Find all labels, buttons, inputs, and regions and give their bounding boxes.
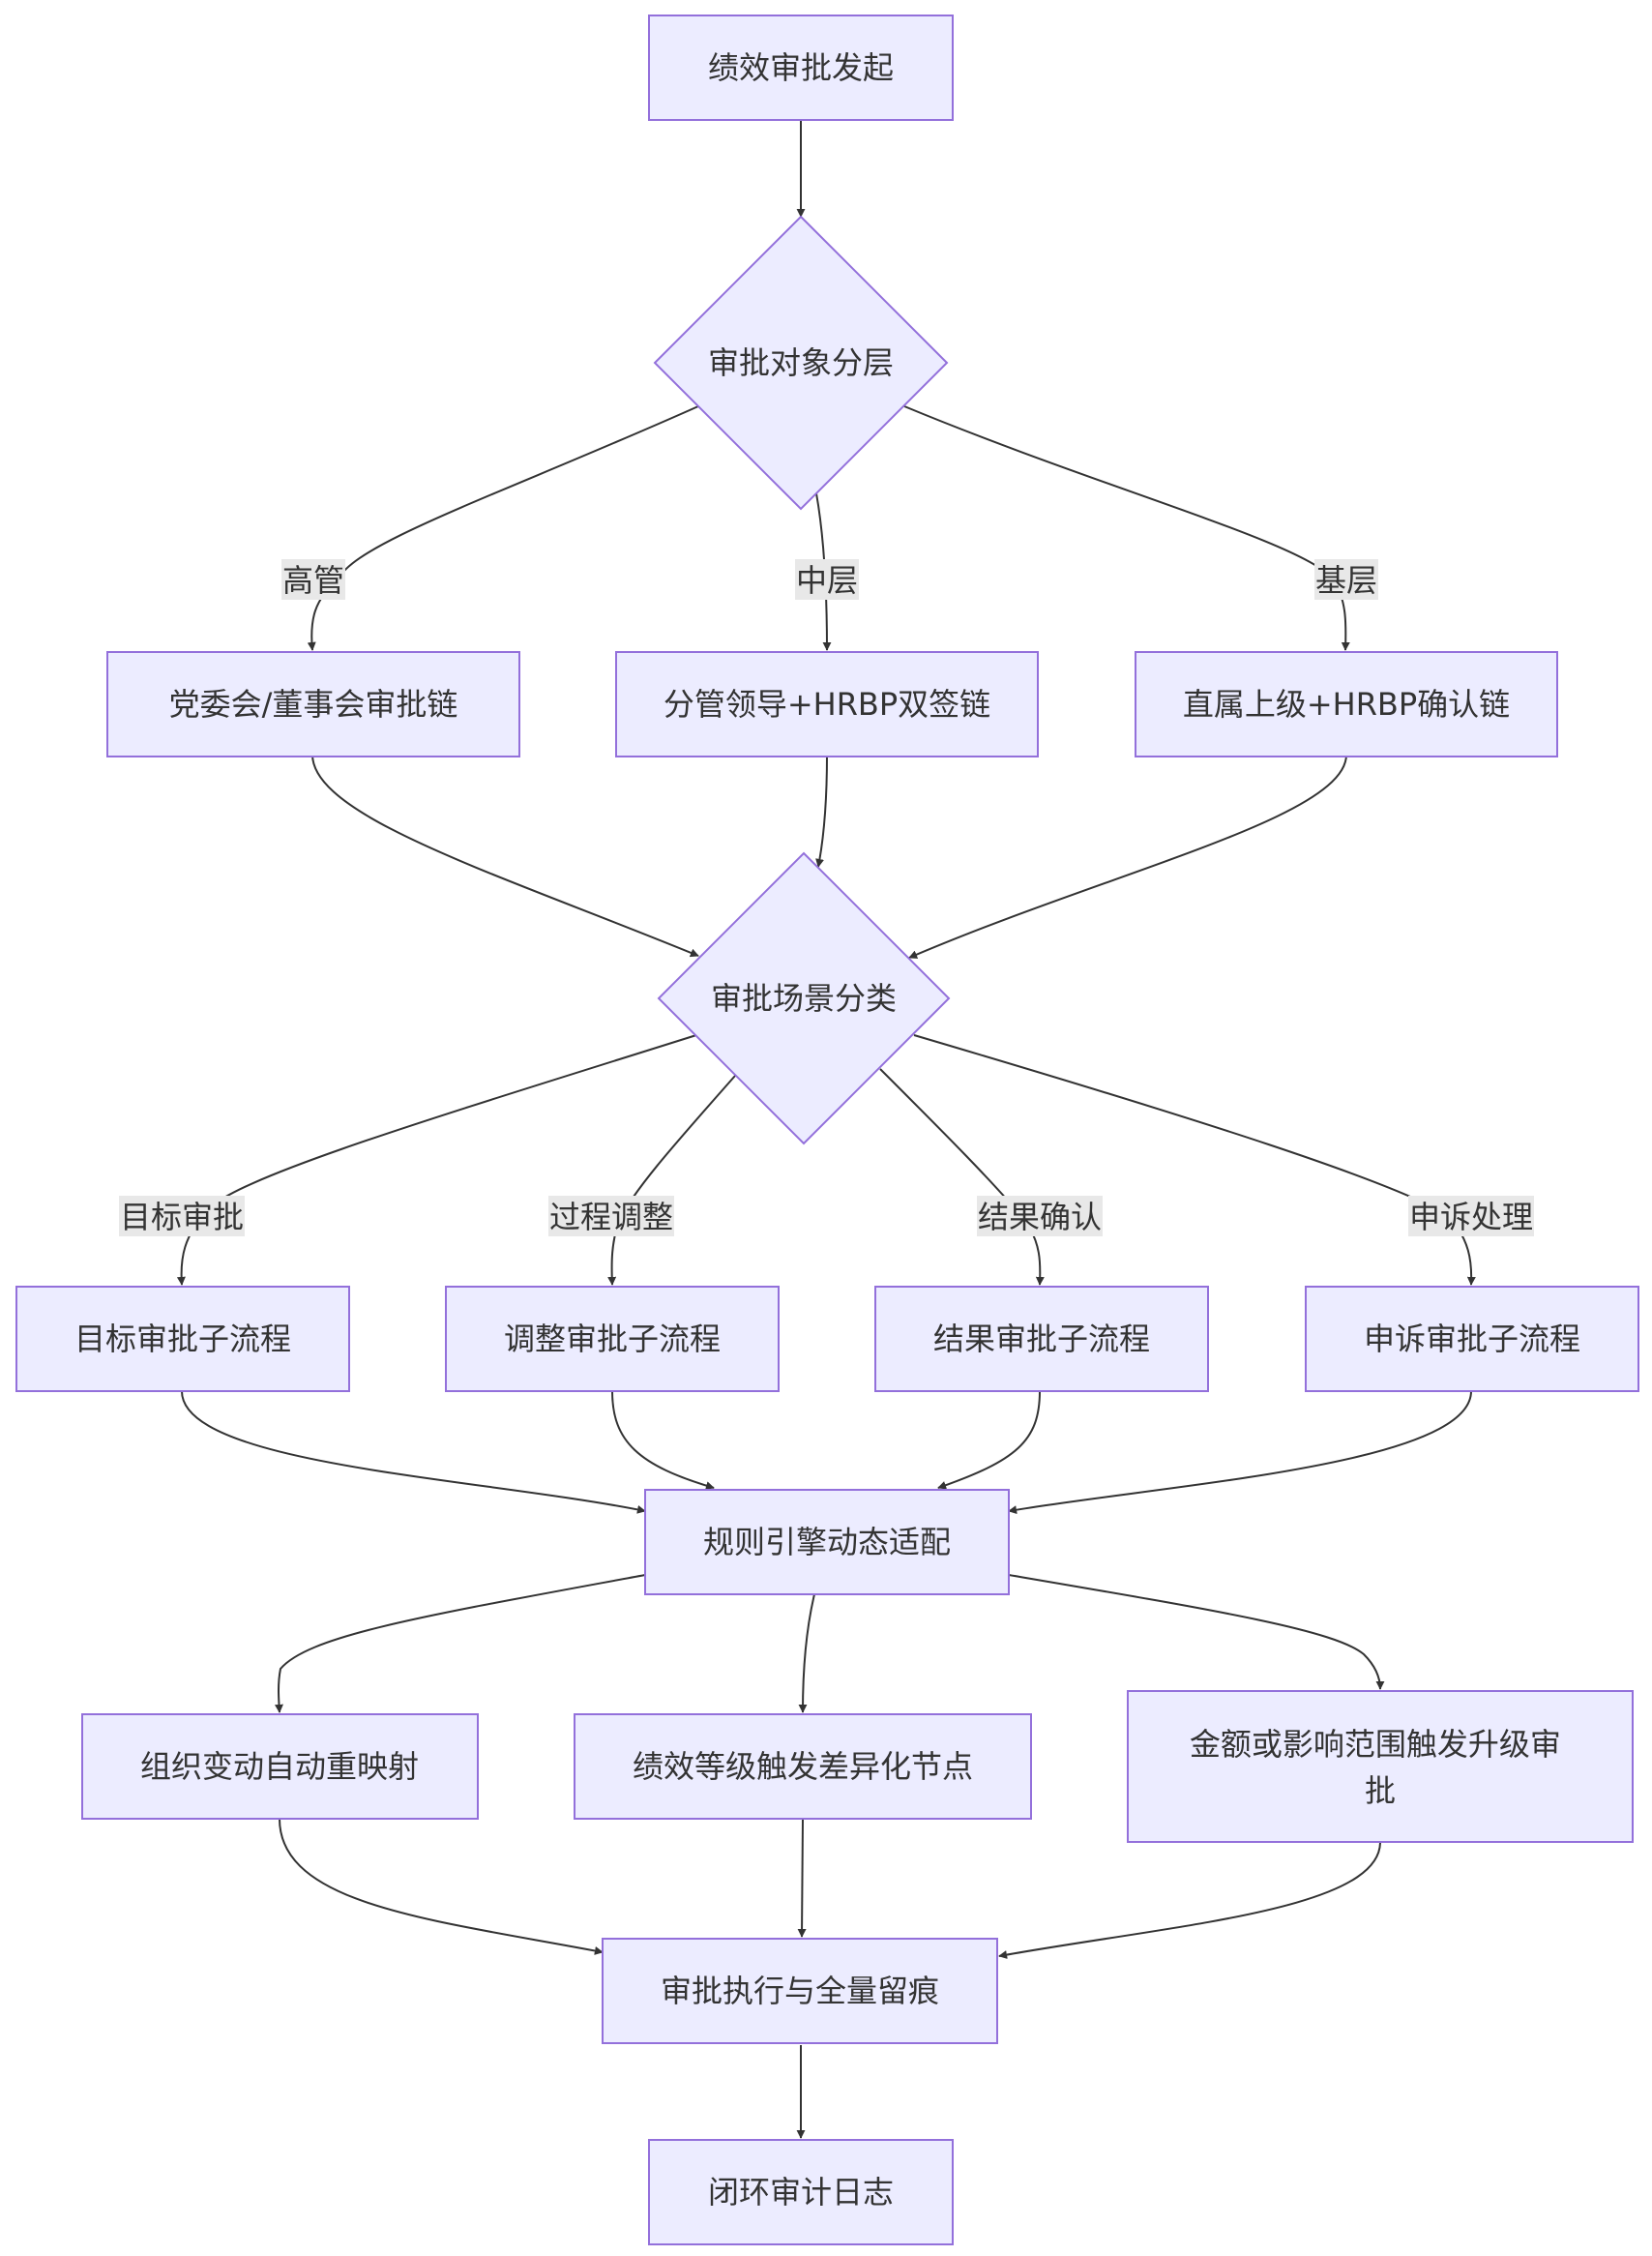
node-sub-appeal-label: 申诉审批子流程	[1364, 1321, 1580, 1357]
node-scene-decision-diamond	[657, 851, 951, 1145]
edge-result-to-rule	[937, 1390, 1041, 1490]
node-sub-goal-label: 目标审批子流程	[74, 1321, 291, 1357]
edge-layer-to-senior	[307, 405, 699, 651]
node-audit-log[interactable]: 闭环审计日志	[648, 2139, 954, 2245]
node-execute-label: 审批执行与全量留痕	[661, 1973, 939, 2009]
edge-label-goal: 目标审批	[120, 1199, 244, 1235]
edge-label-middle: 中层	[796, 562, 858, 599]
node-execute-box	[602, 1938, 998, 2044]
node-sub-result[interactable]: 结果审批子流程	[874, 1286, 1209, 1392]
node-escalate-box	[1127, 1690, 1634, 1843]
edge-scene-to-adjust	[607, 1075, 736, 1286]
node-escalate-line2: 批	[1365, 1772, 1396, 1809]
node-sub-result-label: 结果审批子流程	[933, 1321, 1150, 1357]
edge-grade-to-execute	[797, 1818, 807, 1938]
node-rule-engine-box	[644, 1489, 1010, 1595]
node-chain-middle-label: 分管领导+HRBP双签链	[664, 686, 990, 723]
edge-label-result-bg	[977, 1196, 1103, 1236]
edge-remap-to-execute	[279, 1818, 604, 1955]
node-scene-decision[interactable]: 审批场景分类	[657, 851, 951, 1145]
edge-rule-to-grade	[798, 1593, 815, 1713]
edges	[176, 120, 1476, 2139]
node-sub-appeal[interactable]: 申诉审批子流程	[1305, 1286, 1639, 1392]
node-chain-senior-box	[106, 651, 520, 757]
edge-label-base-bg	[1314, 559, 1378, 600]
node-remap-label: 组织变动自动重映射	[140, 1748, 419, 1785]
node-sub-result-box	[874, 1286, 1209, 1392]
edge-scene-to-appeal	[913, 1034, 1476, 1286]
node-sub-adjust-box	[445, 1286, 780, 1392]
edge-layer-to-base	[903, 405, 1350, 651]
node-chain-base[interactable]: 直属上级+HRBP确认链	[1135, 651, 1558, 757]
node-chain-senior-label: 党委会/董事会审批链	[169, 686, 458, 723]
edge-adjust-to-rule	[611, 1390, 715, 1491]
node-escalate-label: 金额或影响范围触发升级审 批	[1190, 1726, 1571, 1809]
node-grade[interactable]: 绩效等级触发差异化节点	[574, 1713, 1032, 1820]
edge-goal-to-rule	[181, 1390, 646, 1514]
edge-scene-to-goal	[176, 1034, 697, 1286]
node-audit-log-label: 闭环审计日志	[708, 2174, 894, 2211]
node-chain-middle-box	[615, 651, 1039, 757]
edge-label-adjust-bg	[548, 1196, 674, 1236]
node-layer-decision-label: 审批对象分层	[708, 344, 894, 381]
edge-labels: 高管 中层 基层 目标审批 过程调整 结果确认 申诉处理	[119, 559, 1534, 1236]
edge-label-base: 基层	[1315, 562, 1377, 599]
node-chain-base-box	[1135, 651, 1558, 757]
edge-label-result: 结果确认	[978, 1199, 1102, 1235]
edge-senior-to-scene	[311, 754, 699, 958]
node-sub-goal[interactable]: 目标审批子流程	[15, 1286, 350, 1392]
edge-escalate-to-execute	[998, 1841, 1381, 1959]
node-chain-senior[interactable]: 党委会/董事会审批链	[106, 651, 520, 757]
node-sub-adjust-label: 调整审批子流程	[504, 1321, 721, 1357]
nodes: 绩效审批发起 审批对象分层 党委会/董事会审批链 分管领导+HRBP双签链 直属…	[15, 15, 1639, 2245]
node-sub-goal-box	[15, 1286, 350, 1392]
node-grade-label: 绩效等级触发差异化节点	[633, 1748, 973, 1785]
node-chain-middle[interactable]: 分管领导+HRBP双签链	[615, 651, 1039, 757]
node-start-box	[648, 15, 954, 121]
edge-label-goal-bg	[119, 1196, 245, 1236]
node-rule-engine-label: 规则引擎动态适配	[703, 1524, 951, 1560]
edge-label-senior-bg	[281, 559, 345, 600]
edge-label-middle-bg	[795, 559, 859, 600]
node-sub-adjust[interactable]: 调整审批子流程	[445, 1286, 780, 1392]
node-escalate[interactable]: 金额或影响范围触发升级审 批	[1127, 1690, 1634, 1843]
node-scene-decision-label: 审批场景分类	[711, 980, 897, 1017]
edge-rule-to-escalate	[1008, 1574, 1385, 1690]
node-start[interactable]: 绩效审批发起	[648, 15, 954, 121]
node-layer-decision[interactable]: 审批对象分层	[653, 215, 949, 511]
edge-scene-to-result	[879, 1068, 1045, 1286]
edge-base-to-scene	[908, 754, 1347, 959]
node-remap-box	[81, 1713, 479, 1820]
node-escalate-line1: 金额或影响范围触发升级审	[1190, 1726, 1561, 1763]
node-audit-log-box	[648, 2139, 954, 2245]
edge-label-senior: 高管	[282, 562, 344, 599]
edge-appeal-to-rule	[1008, 1390, 1472, 1515]
node-start-label: 绩效审批发起	[708, 49, 894, 86]
node-grade-box	[574, 1713, 1032, 1820]
node-chain-base-label: 直属上级+HRBP确认链	[1183, 686, 1510, 723]
node-execute[interactable]: 审批执行与全量留痕	[602, 1938, 998, 2044]
node-remap[interactable]: 组织变动自动重映射	[81, 1713, 479, 1820]
node-sub-appeal-box	[1305, 1286, 1639, 1392]
node-layer-decision-diamond	[653, 215, 949, 511]
edge-label-appeal-bg	[1408, 1196, 1534, 1236]
node-rule-engine[interactable]: 规则引擎动态适配	[644, 1489, 1010, 1595]
edge-rule-to-remap	[274, 1574, 646, 1713]
edge-label-appeal: 申诉处理	[1409, 1199, 1533, 1235]
edge-label-adjust: 过程调整	[549, 1199, 673, 1235]
edge-middle-to-scene	[815, 754, 828, 868]
